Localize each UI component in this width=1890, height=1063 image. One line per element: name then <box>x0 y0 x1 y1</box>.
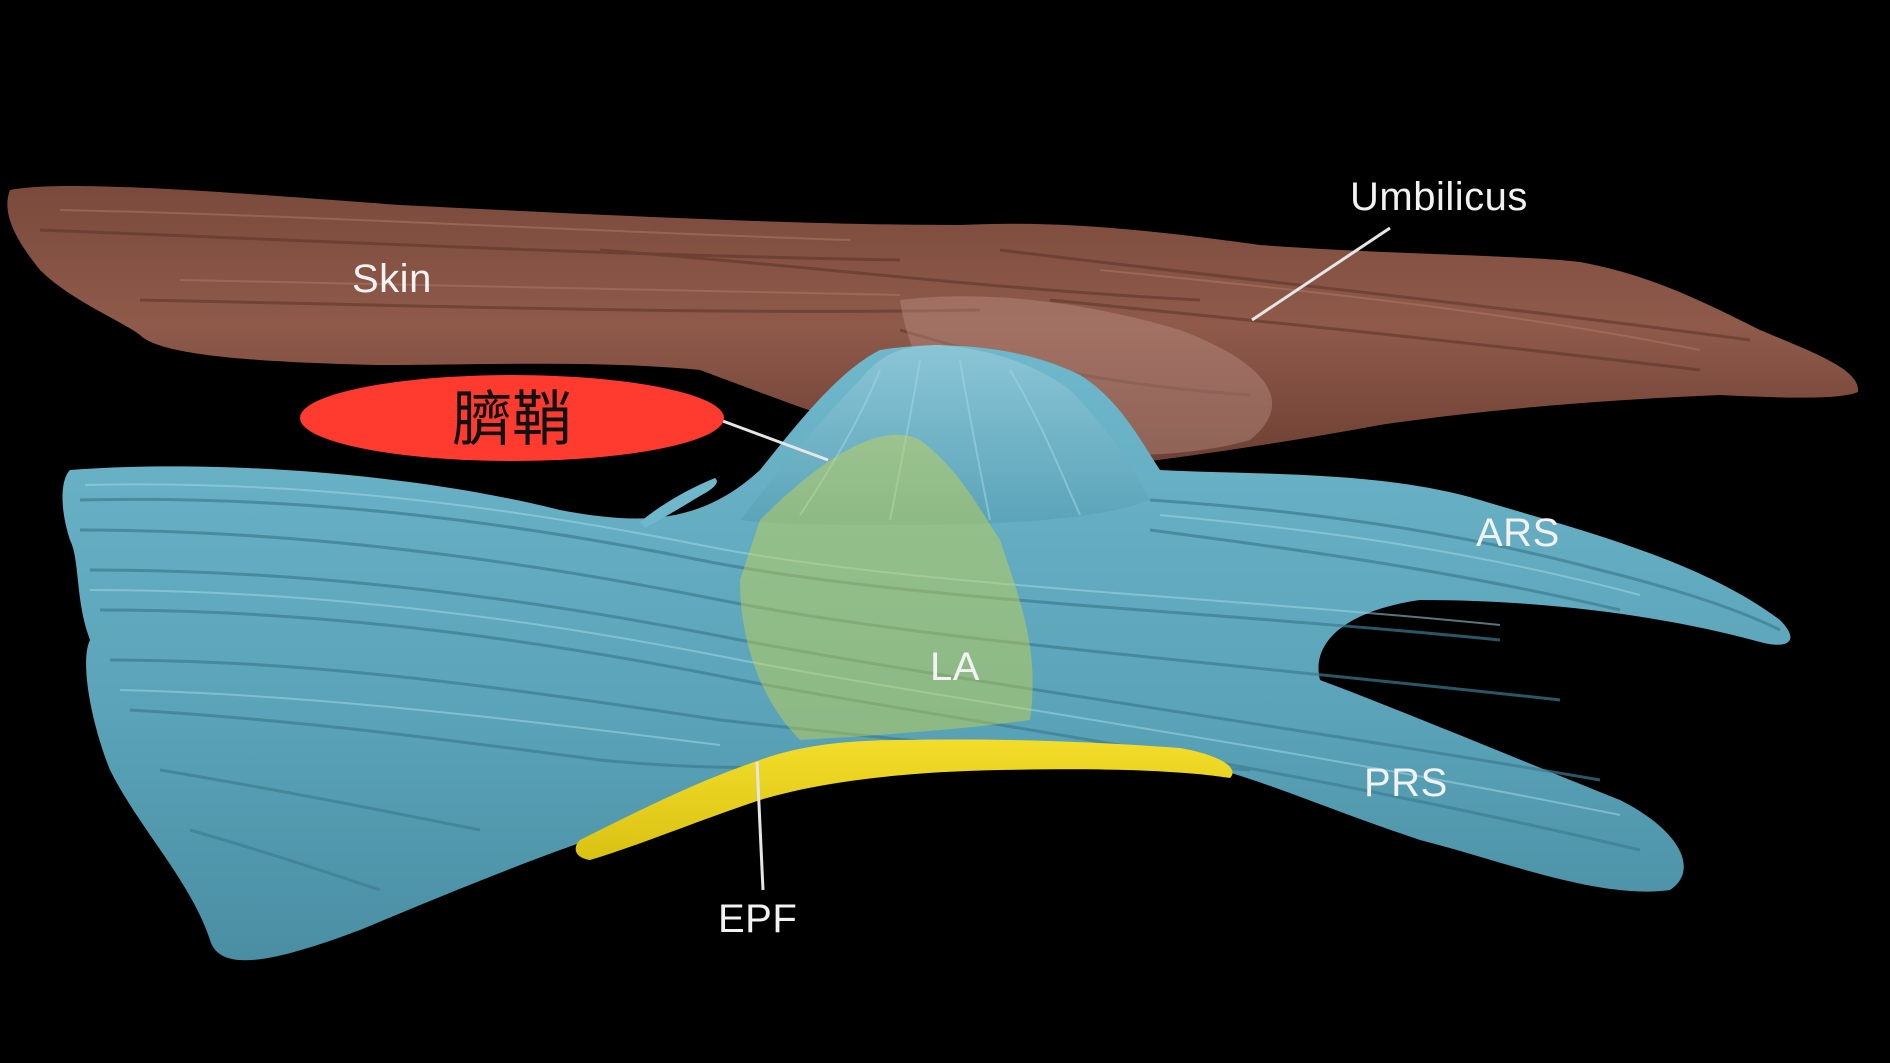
callout-text: 臍鞘 <box>452 385 572 455</box>
epf-layer <box>575 739 1233 860</box>
label-skin: Skin <box>352 257 432 301</box>
label-la: LA <box>930 645 980 689</box>
label-prs: PRS <box>1364 761 1448 805</box>
leader-line-callout <box>719 418 829 462</box>
skin-layer <box>7 185 1859 467</box>
label-epf: EPF <box>718 897 797 941</box>
label-umbilicus: Umbilicus <box>1350 175 1528 219</box>
leader-line-umbilicus <box>1251 226 1391 322</box>
callout-ellipse <box>300 375 724 461</box>
label-ars: ARS <box>1476 511 1560 555</box>
leader-line-epf <box>755 761 765 891</box>
